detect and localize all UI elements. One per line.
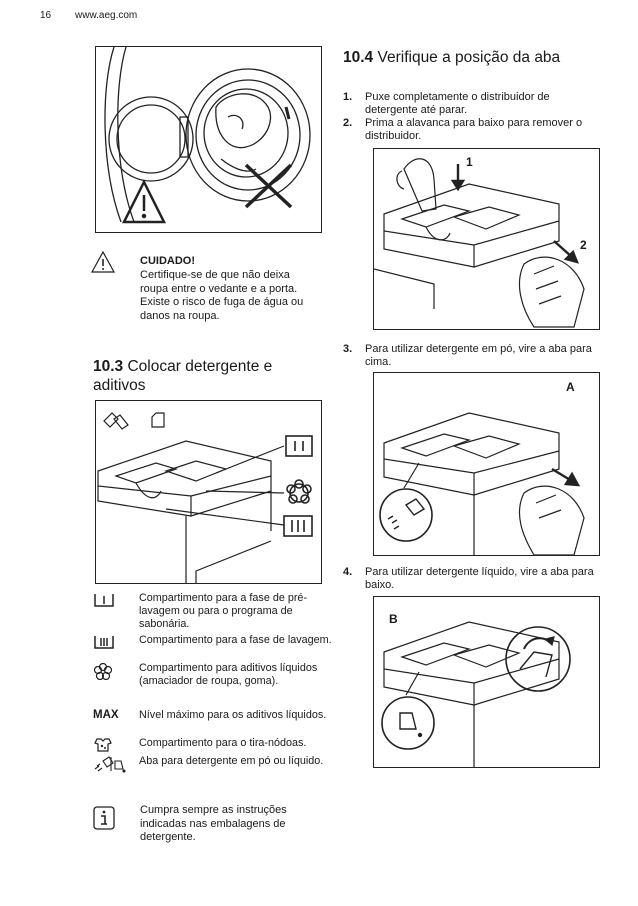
legend-item-max: MAX Nível máximo para os aditivos líquid…: [93, 709, 343, 736]
label-step-1: 1: [466, 155, 473, 169]
stain-remover-icon: [93, 737, 131, 757]
flap-icon: [93, 755, 131, 777]
legend-text-additives: Compartimento para aditivos líquidos (am…: [139, 662, 318, 688]
page-number: 16: [40, 10, 52, 21]
door-illustration: [95, 46, 322, 233]
step-1: 1. Puxe completamente o distribuidor de …: [343, 91, 550, 116]
steps-1-2: 1. Puxe completamente o distribuidor de …: [343, 91, 598, 143]
legend-text-wash: Compartimento para a fase de lavagem.: [139, 634, 332, 646]
section-10-3-title: Colocar detergente e aditivos: [93, 358, 273, 394]
legend-text-max: Nível máximo para os aditivos líquidos.: [139, 709, 327, 721]
section-10-4-number: 10.4: [343, 49, 374, 66]
label-a: A: [566, 380, 575, 394]
section-10-3-heading: 10.3 Colocar detergente e aditivos: [93, 357, 323, 395]
legend-item-wash: Compartimento para a fase de lavagem.: [93, 634, 343, 661]
caution-title: CUIDADO!: [140, 255, 195, 267]
step-4: 4. Para utilizar detergente líquido, vir…: [343, 566, 594, 591]
flap-down-illustration: [373, 596, 600, 768]
section-10-4-heading: 10.4 Verifique a posição da aba: [343, 48, 583, 67]
legend-item-additives: Compartimento para aditivos líquidos (am…: [93, 662, 343, 703]
legend-item-stain: Compartimento para o tira-nódoas.: [93, 737, 343, 752]
warning-icon: [90, 250, 116, 274]
max-label: MAX: [93, 709, 119, 721]
pull-dispenser-illustration: [373, 148, 600, 330]
info-text: Cumpra sempre as instruções indicadas na…: [140, 804, 287, 843]
legend-text-stain: Compartimento para o tira-nódoas.: [139, 737, 307, 749]
flap-up-illustration: [373, 372, 600, 556]
legend-text-prewash: Compartimento para a fase de pré-lavagem…: [139, 592, 308, 631]
wash-compartment-icon: [93, 634, 131, 654]
flower-icon: [93, 662, 131, 684]
caution-text: Certifique-se de que não deixa roupa ent…: [140, 269, 304, 322]
info-icon: [93, 806, 115, 830]
step-3: 3. Para utilizar detergente em pó, vire …: [343, 343, 592, 368]
legend-text-flap: Aba para detergente em pó ou líquido.: [139, 755, 324, 767]
dispenser-illustration: [95, 400, 322, 584]
legend-item-prewash: Compartimento para a fase de pré-lavagem…: [93, 592, 343, 632]
website-link[interactable]: www.aeg.com: [75, 10, 138, 21]
label-step-2: 2: [580, 238, 587, 252]
legend-item-flap: Aba para detergente em pó ou líquido.: [93, 755, 343, 783]
step-2: 2. Prima a alavanca para baixo para remo…: [343, 117, 583, 142]
label-b: B: [389, 612, 398, 626]
section-10-4-title: Verifique a posição da aba: [377, 49, 561, 66]
section-10-3-number: 10.3: [93, 358, 124, 375]
prewash-compartment-icon: [93, 592, 131, 612]
